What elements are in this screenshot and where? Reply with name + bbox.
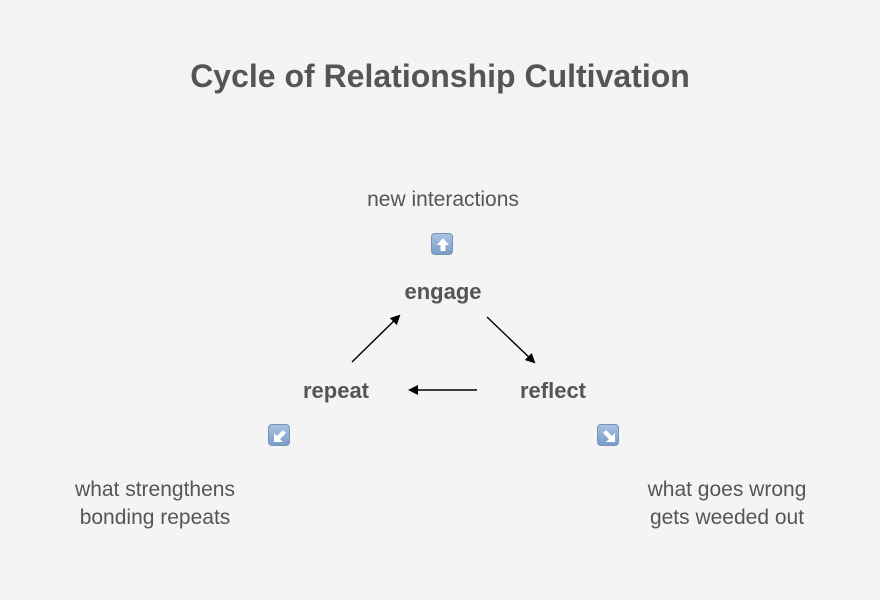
caption-line: new interactions (367, 188, 519, 211)
caption-bonding-repeats: what strengthens bonding repeats (40, 476, 270, 532)
up-arrow-emoji-icon (431, 233, 453, 255)
caption-line-1: what goes wrong (647, 478, 807, 501)
diagram-title: Cycle of Relationship Cultivation (190, 58, 690, 94)
caption-new-interactions: new interactions (330, 186, 556, 214)
caption-line-2: gets weeded out (649, 506, 805, 529)
node-engage: engage (404, 279, 482, 304)
node-repeat: repeat (302, 378, 370, 403)
down-right-arrow-emoji-icon (597, 424, 619, 446)
node-reflect: reflect (519, 378, 587, 403)
arrow-engage-to-reflect (486, 316, 536, 364)
down-left-arrow-emoji-icon (268, 424, 290, 446)
arrow-repeat-to-engage (351, 314, 401, 363)
caption-weeded-out: what goes wrong gets weeded out (612, 476, 842, 532)
caption-line-1: what strengthens (75, 478, 235, 501)
caption-line-2: bonding repeats (79, 506, 231, 529)
